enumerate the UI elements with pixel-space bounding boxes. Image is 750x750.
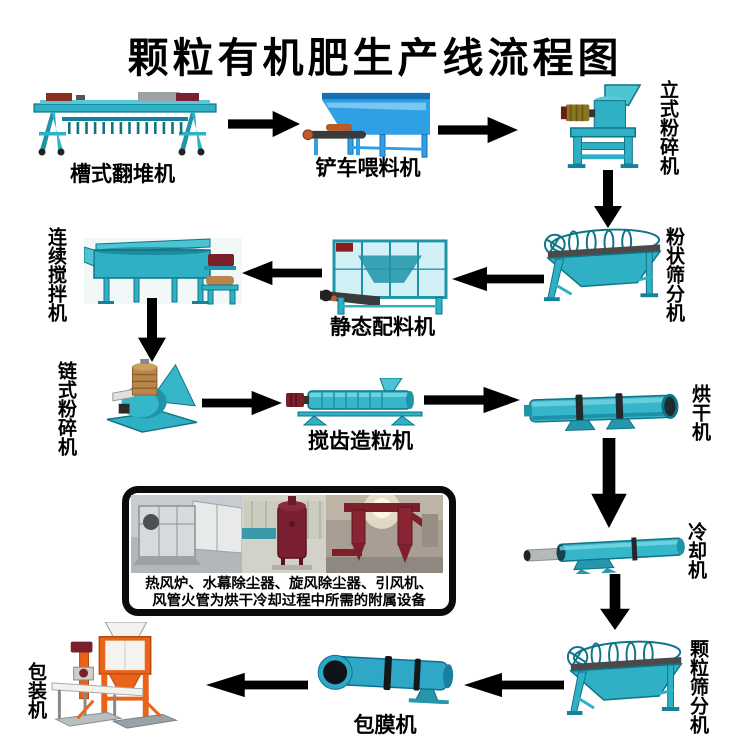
auxiliary-equipment-box: 热风炉、水幕除尘器、旋风除尘器、引风机、 风管火管为烘干冷却过程中所需的附属设备 <box>122 486 456 616</box>
photo-cyclone-dust-collector <box>242 495 326 573</box>
label-loader-feeder: 铲车喂料机 <box>315 156 421 180</box>
machine-trough-turner-image <box>26 90 224 158</box>
machine-static-batcher-image <box>320 238 452 316</box>
label-granulator: 搅齿造粒机 <box>308 429 413 453</box>
page-title: 颗粒有机肥生产线流程图 <box>127 35 623 81</box>
label-cooler: 冷却机 <box>685 522 706 579</box>
arrow-chain-crusher-to-granulator <box>202 390 282 416</box>
label-trough-turner: 槽式翻堆机 <box>70 162 175 186</box>
label-dryer: 烘干机 <box>689 384 710 441</box>
arrow-mixer-to-chain-crusher <box>137 298 167 362</box>
photo-hot-air-furnace <box>131 495 242 573</box>
machine-granulator-image <box>284 378 436 428</box>
machine-granule-sieve-image <box>565 636 689 720</box>
machine-packer-image <box>50 622 202 734</box>
label-packer: 包装机 <box>25 662 46 719</box>
arrow-crusher-to-powder-sieve <box>593 170 623 228</box>
machine-cooler-image <box>514 530 696 574</box>
machine-coater-image <box>310 650 462 704</box>
label-static-batcher: 静态配料机 <box>330 315 435 339</box>
arrow-granule-sieve-to-coater <box>464 672 564 698</box>
label-granule-sieve: 颗粒筛分机 <box>687 639 708 734</box>
photo-induced-draft-fan <box>326 495 443 573</box>
machine-chain-crusher-image <box>105 358 201 434</box>
label-continuous-mixer: 连续搅拌机 <box>45 227 66 322</box>
arrow-cooler-to-granule-sieve <box>599 574 631 630</box>
arrow-powder-sieve-to-batcher <box>452 266 544 292</box>
auxiliary-note-line2: 风管火管为烘干冷却过程中所需的附属设备 <box>152 592 426 609</box>
machine-vertical-crusher-image <box>558 84 648 170</box>
auxiliary-photos <box>131 495 447 573</box>
label-vertical-crusher: 立式粉碎机 <box>657 80 678 175</box>
machine-powder-sieve-image <box>542 224 668 306</box>
machine-continuous-mixer-image <box>84 238 242 312</box>
auxiliary-note-line1: 热风炉、水幕除尘器、旋风除尘器、引风机、 <box>145 576 433 592</box>
label-coater: 包膜机 <box>353 713 417 737</box>
arrow-batcher-to-mixer <box>242 260 322 286</box>
arrow-turner-to-feeder <box>228 110 300 138</box>
arrow-feeder-to-crusher <box>438 116 518 144</box>
machine-loader-feeder-image <box>300 90 438 162</box>
label-powder-sieve: 粉状筛分机 <box>663 227 684 322</box>
arrow-granulator-to-dryer <box>424 386 520 414</box>
arrow-dryer-to-cooler <box>590 438 628 528</box>
machine-dryer-image <box>524 386 686 434</box>
arrow-coater-to-packer <box>206 672 308 698</box>
label-chain-crusher: 链式粉碎机 <box>55 361 76 456</box>
